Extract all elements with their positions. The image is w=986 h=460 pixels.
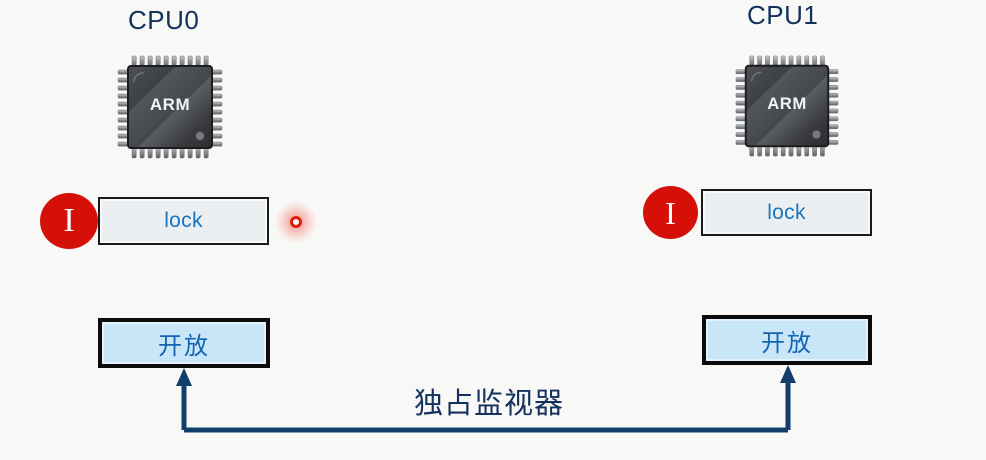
badge-label: I [665,194,676,231]
exclusive-monitor-label: 独占监视器 [414,388,565,420]
lock-label: lock [767,200,806,224]
lock-box-cpu0[interactable]: lock [98,197,269,245]
red-ellipse-badge-icon: I [40,193,98,249]
state-box-cpu0[interactable]: 开放 [98,318,270,368]
cpu1-title: CPU1 [747,0,819,30]
state-box-cpu1[interactable]: 开放 [702,315,872,365]
lock-box-cpu1[interactable]: lock [701,189,872,236]
red-dot-core [290,216,302,228]
red-glow-dot-icon [275,201,317,243]
state-label: 开放 [761,329,813,357]
state-label: 开放 [158,332,210,360]
arm-qfp-chip-icon: ARM [732,52,842,160]
cpu0-title: CPU0 [128,5,200,35]
arm-qfp-chip-icon: ARM [114,52,226,162]
badge-label: I [63,202,75,239]
svg-text:ARM: ARM [150,95,190,114]
red-ellipse-badge-icon: I [643,186,698,239]
svg-text:ARM: ARM [767,94,806,113]
lock-label: lock [164,209,203,232]
